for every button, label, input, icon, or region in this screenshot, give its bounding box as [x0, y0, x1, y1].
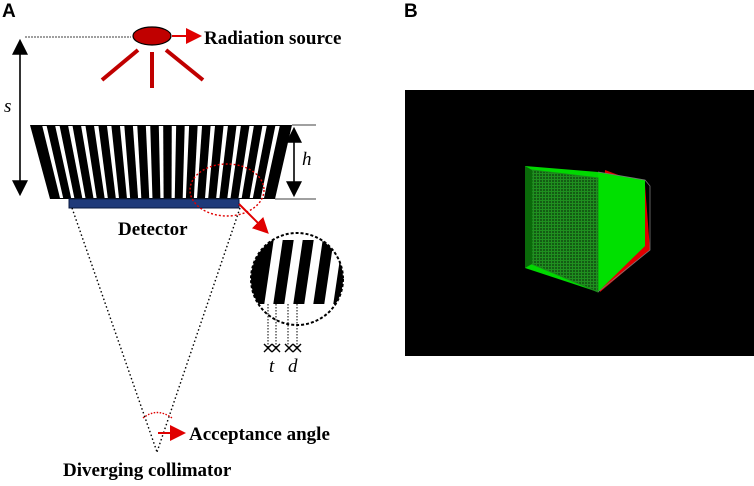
zoom-arrow — [238, 203, 269, 234]
collimator-hole — [260, 126, 280, 198]
collimator-hole — [238, 126, 254, 198]
collimator-hole — [205, 126, 215, 198]
collimator-hole — [145, 126, 153, 198]
distance-h: h — [275, 124, 316, 200]
acceptance-angle-arc — [142, 411, 173, 419]
s-symbol: s — [4, 96, 11, 117]
d-symbol: d — [288, 356, 298, 377]
cone-right-line — [156, 207, 241, 453]
detector-bar — [68, 198, 240, 209]
collimator-hole — [107, 126, 119, 198]
collimator-hole — [216, 126, 228, 198]
acceptance-cone: Acceptance angle Diverging collimator — [63, 207, 330, 481]
collimator-hole — [249, 126, 267, 198]
source-ray-right — [164, 48, 205, 82]
diverging-collimator-label: Diverging collimator — [63, 460, 232, 481]
collimator-hole — [42, 126, 64, 198]
collimator-3d — [525, 166, 651, 293]
zoom-hole — [264, 238, 283, 306]
distance-s: s — [4, 36, 131, 197]
panel-a-letter: A — [2, 1, 16, 22]
panel-b-letter: B — [404, 1, 418, 22]
collimator-hole — [158, 126, 164, 198]
zoom-hole — [284, 238, 303, 306]
radiation-source: Radiation source — [100, 26, 341, 88]
collimator-hole — [68, 126, 86, 198]
collimator-side-face — [598, 172, 645, 292]
collimator-hole — [227, 126, 241, 198]
collimator-outline — [597, 171, 651, 293]
source-ellipse — [132, 26, 172, 46]
collimator-holes — [42, 126, 280, 198]
panel-b: B — [404, 1, 754, 356]
zoom-region-circle — [189, 163, 265, 217]
panel-a: A Radiation source s h — [2, 1, 344, 481]
d-marker — [284, 343, 302, 353]
t-marker — [263, 343, 281, 353]
collimator-edge — [525, 166, 532, 268]
collimator-hole — [81, 126, 97, 198]
source-ray-left — [100, 48, 140, 82]
collimator-hole — [171, 126, 177, 198]
cone-left-line — [71, 207, 158, 453]
zoom-content — [251, 233, 343, 325]
zoom-detail: t d — [189, 163, 344, 377]
zoom-hole — [304, 238, 323, 306]
collimator — [30, 125, 292, 199]
h-symbol: h — [302, 149, 312, 170]
acceptance-angle-label: Acceptance angle — [189, 424, 330, 445]
collimator-hole — [119, 126, 131, 198]
collimator-hole — [132, 126, 142, 198]
t-symbol: t — [269, 356, 275, 377]
collimator-hole — [182, 126, 190, 198]
collimator-hole — [94, 126, 108, 198]
collimator-hole — [55, 126, 75, 198]
detector-label: Detector — [118, 219, 188, 240]
collimator-hole — [193, 126, 203, 198]
radiation-source-label: Radiation source — [204, 28, 341, 49]
